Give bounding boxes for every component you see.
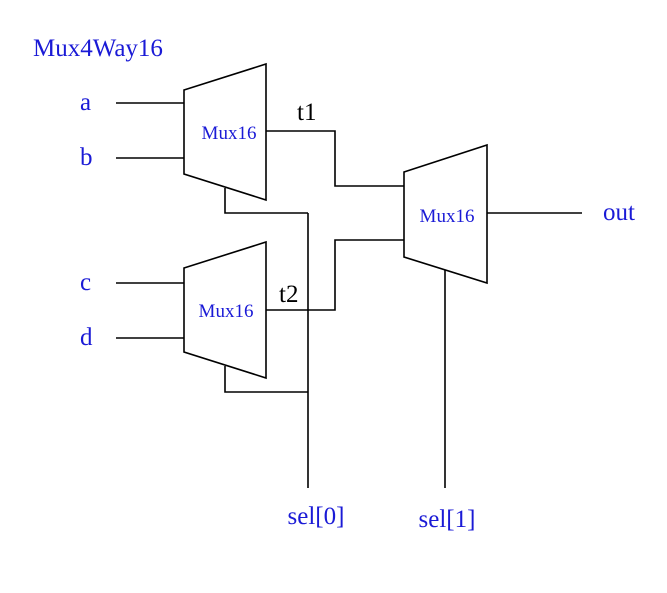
sel1-label: sel[1] xyxy=(419,506,476,533)
diagram-title: Mux4Way16 xyxy=(33,35,163,62)
wire-sel0-top xyxy=(224,188,308,214)
input-b-label: b xyxy=(80,144,93,171)
wire-t2 xyxy=(266,239,404,311)
sel0-label: sel[0] xyxy=(288,503,345,530)
input-c-label: c xyxy=(80,269,91,296)
mux16-final-label: Mux16 xyxy=(420,206,475,227)
input-a-label: a xyxy=(80,89,91,116)
output-label: out xyxy=(603,199,635,226)
input-d-label: d xyxy=(80,324,93,351)
wire-sel0-bottom xyxy=(224,366,308,393)
wire-t1-label: t1 xyxy=(297,99,316,126)
mux16-top-label: Mux16 xyxy=(202,123,257,144)
wire-t2-label: t2 xyxy=(279,281,298,308)
mux16-final-shape xyxy=(403,143,488,285)
mux16-bottom-shape xyxy=(183,240,267,380)
mux16-bottom-label: Mux16 xyxy=(199,301,254,322)
wire-t1 xyxy=(266,130,404,187)
mux16-top-shape xyxy=(183,62,267,202)
